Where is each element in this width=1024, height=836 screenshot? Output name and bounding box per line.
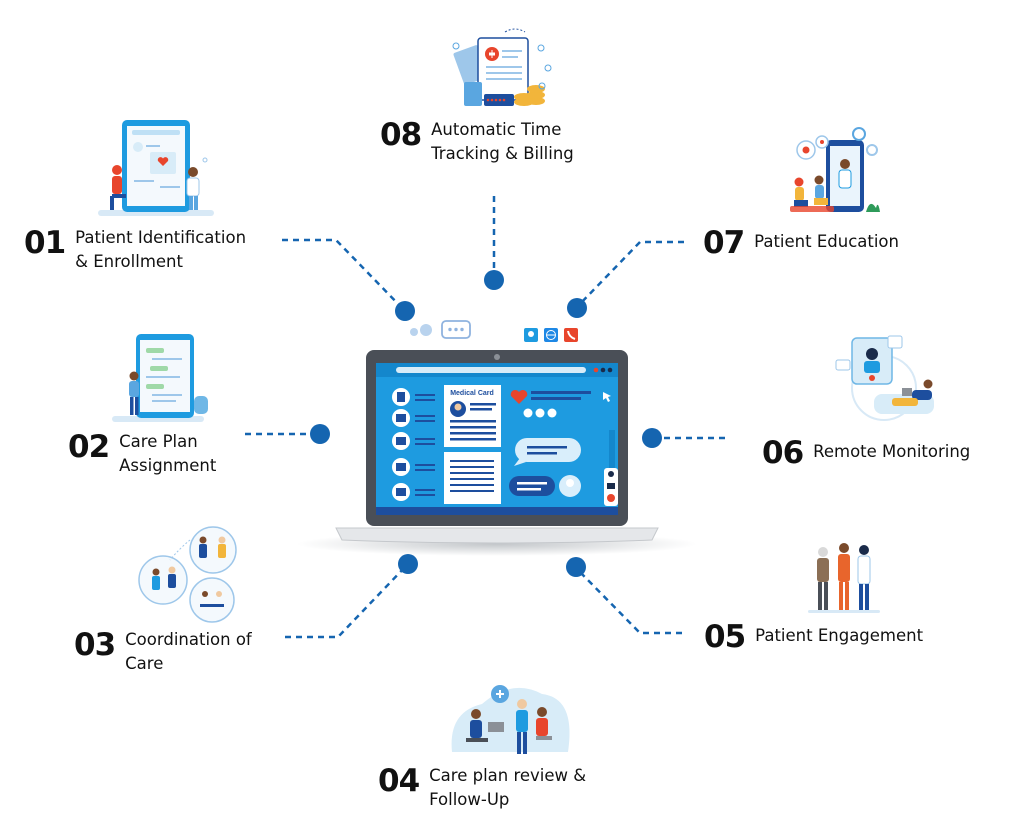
step-number: 03 [74,627,116,663]
connector-07 [577,240,684,307]
step-08: 08 Automatic Time Tracking & Billing [380,118,574,166]
engagement-illustration [808,543,880,613]
step-02: 02 Care Plan Assignment [68,430,216,478]
step-label: Patient Identification & Enrollment [75,228,247,271]
medical-card-title: Medical Card [450,390,494,397]
step-number: 01 [24,225,66,261]
step-number: 08 [380,117,422,153]
connector-01 [282,238,405,311]
connector-dot-03 [398,554,418,574]
step-number: 04 [378,763,420,799]
step-06: 06 Remote Monitoring [762,436,970,470]
education-illustration [790,127,880,212]
connector-03 [285,565,407,639]
connector-05 [577,569,682,635]
heart-icon [510,389,528,404]
globe-icon [544,328,558,342]
connector-dot-02 [310,424,330,444]
enrollment-illustration [98,120,214,216]
step-label: Patient Engagement [755,626,924,645]
connector-dot-05 [566,557,586,577]
connector-dot-01 [395,301,415,321]
phone-icon [564,328,578,342]
remote-monitoring-illustration [835,335,934,421]
step-label: Automatic Time Tracking & Billing [431,120,574,163]
step-number: 02 [68,429,110,465]
step-label: Care Plan Assignment [119,432,217,475]
review-illustration [451,685,570,754]
step-05: 05 Patient Engagement [704,620,923,654]
step-03: 03 Coordination of Care [74,628,252,676]
step-01: 01 Patient Identification & Enrollment [24,226,246,274]
step-label: Coordination of Care [125,630,252,673]
step-label: Patient Education [754,232,899,251]
connector-dots [310,270,662,577]
chat-bubble-icons [410,320,471,339]
care-plan-illustration [112,334,208,422]
step-07: 07 Patient Education [703,226,899,260]
step-number: 05 [704,619,746,655]
location-icon [524,328,538,342]
connector-dot-06 [642,428,662,448]
step-label: Care plan review & Follow-Up [429,766,587,809]
step-number: 06 [762,435,804,471]
step-number: 07 [703,225,745,261]
coordination-illustration [138,526,237,623]
step-label: Remote Monitoring [813,442,971,461]
connector-dot-07 [567,298,587,318]
billing-illustration [452,28,552,106]
connector-dot-08 [484,270,504,290]
connectors [245,196,725,639]
step-04: 04 Care plan review & Follow-Up [378,764,586,812]
laptop-illustration: Medical Card [297,350,697,556]
